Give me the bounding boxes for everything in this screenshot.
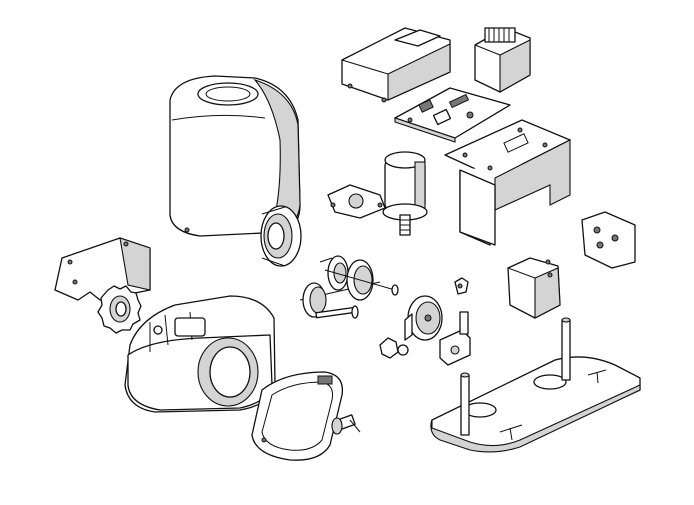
release-screw (331, 414, 361, 435)
gear-shaft-assembly (299, 255, 399, 319)
release-lever (439, 311, 471, 366)
transformer (474, 27, 531, 93)
small-clips (379, 277, 469, 359)
gearbox-housing (124, 295, 276, 413)
electric-motor (382, 151, 428, 236)
control-box-cover (341, 27, 451, 103)
motor-bracket (327, 184, 386, 219)
encoder-disc (404, 295, 443, 341)
side-bracket (54, 237, 151, 301)
foundation-plate (430, 317, 641, 453)
motor-cover (169, 75, 301, 237)
small-bracket (581, 211, 636, 269)
limit-switch-block (507, 257, 561, 319)
control-board (394, 87, 511, 143)
flange-ring (260, 205, 302, 267)
sprocket-gear (97, 285, 142, 334)
mounting-frame (444, 119, 571, 246)
